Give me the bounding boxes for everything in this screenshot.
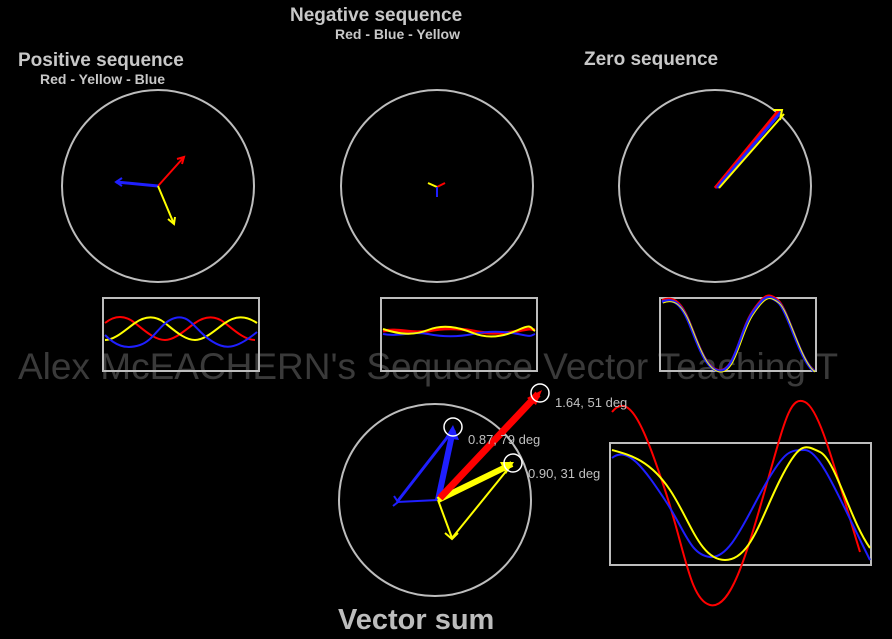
negative-sequence-title: Negative sequence (290, 5, 463, 26)
yellow-phasor-handle[interactable] (503, 453, 523, 473)
yellow-phasor-readout: 0.90, 31 deg (528, 466, 601, 481)
blue-phasor-readout: 0.87, 79 deg (468, 432, 541, 447)
sum-waveforms (611, 399, 871, 607)
zero-waveform-box (659, 297, 817, 372)
vector-sum-phasors (392, 383, 550, 541)
negative-waveforms (382, 325, 536, 338)
red-phasor-readout: 1.64, 51 deg (555, 395, 628, 410)
sum-waveform-box (609, 442, 872, 566)
zero-phasors (713, 109, 785, 189)
blue-phasor-handle[interactable] (443, 417, 463, 437)
red-phasor-handle[interactable] (530, 383, 550, 403)
positive-waveform-box (102, 297, 260, 372)
vector-sum-circle (338, 403, 532, 597)
vector-sum-title: Vector sum (338, 604, 495, 636)
positive-sequence-title: Positive sequence (18, 50, 184, 71)
positive-sequence-order: Red - Yellow - Blue (40, 71, 165, 87)
positive-phasor-circle (61, 89, 255, 283)
negative-waveform-box (380, 297, 538, 372)
negative-phasors (427, 182, 446, 197)
negative-phasor-circle (340, 89, 534, 283)
positive-phasors (114, 155, 186, 226)
zero-phasor-circle (618, 89, 812, 283)
negative-sequence-order: Red - Blue - Yellow (335, 26, 460, 42)
zero-waveforms (661, 294, 816, 373)
zero-sequence-title: Zero sequence (584, 49, 719, 70)
positive-waveforms (104, 316, 258, 348)
